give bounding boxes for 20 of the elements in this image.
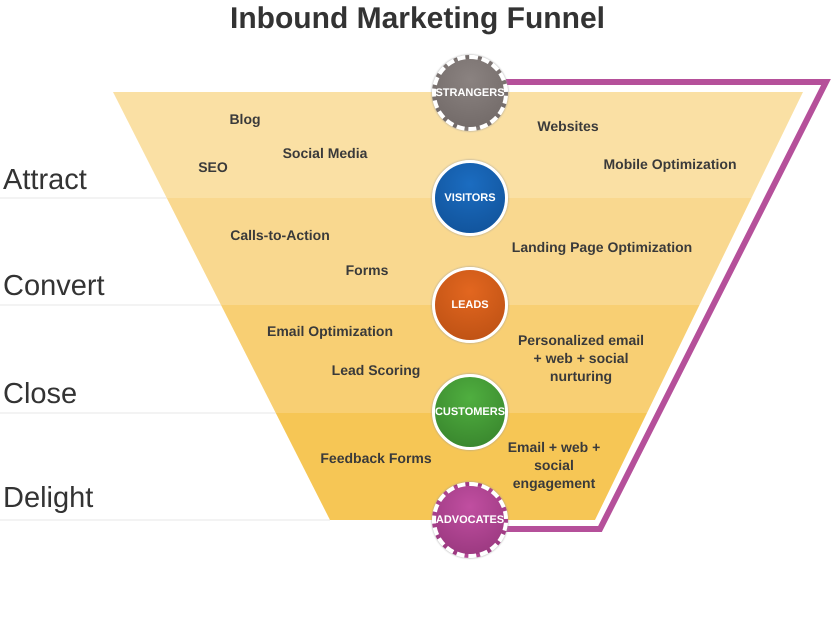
loop-connector xyxy=(505,79,831,532)
tactic-label: Calls-to-Action xyxy=(230,227,330,243)
tactic-label: Blog xyxy=(229,111,261,127)
stage-label: Close xyxy=(3,378,78,411)
tactic-label: Landing Page Optimization xyxy=(512,239,692,255)
tactic-label: Lead Scoring xyxy=(332,362,420,378)
stage-circle: STRANGERS xyxy=(432,55,508,131)
stage-label: Convert xyxy=(3,270,105,303)
tactic-label: Forms xyxy=(346,262,388,278)
tactic-label: Personalized email + web + social nurturing xyxy=(516,331,646,385)
tactic-label: Email + web + social engagement xyxy=(506,438,602,492)
tactic-label: Email Optimization xyxy=(267,323,393,339)
stage-label: Delight xyxy=(3,482,94,515)
tactic-label: Mobile Optimization xyxy=(604,156,736,172)
tactic-label: Feedback Forms xyxy=(320,450,432,466)
tactic-label: SEO xyxy=(198,159,228,175)
tactic-label: Social Media xyxy=(282,145,368,161)
tactic-label: Websites xyxy=(537,118,599,134)
title: Inbound Marketing Funnel xyxy=(229,2,606,36)
stage-label: Attract xyxy=(3,164,87,197)
